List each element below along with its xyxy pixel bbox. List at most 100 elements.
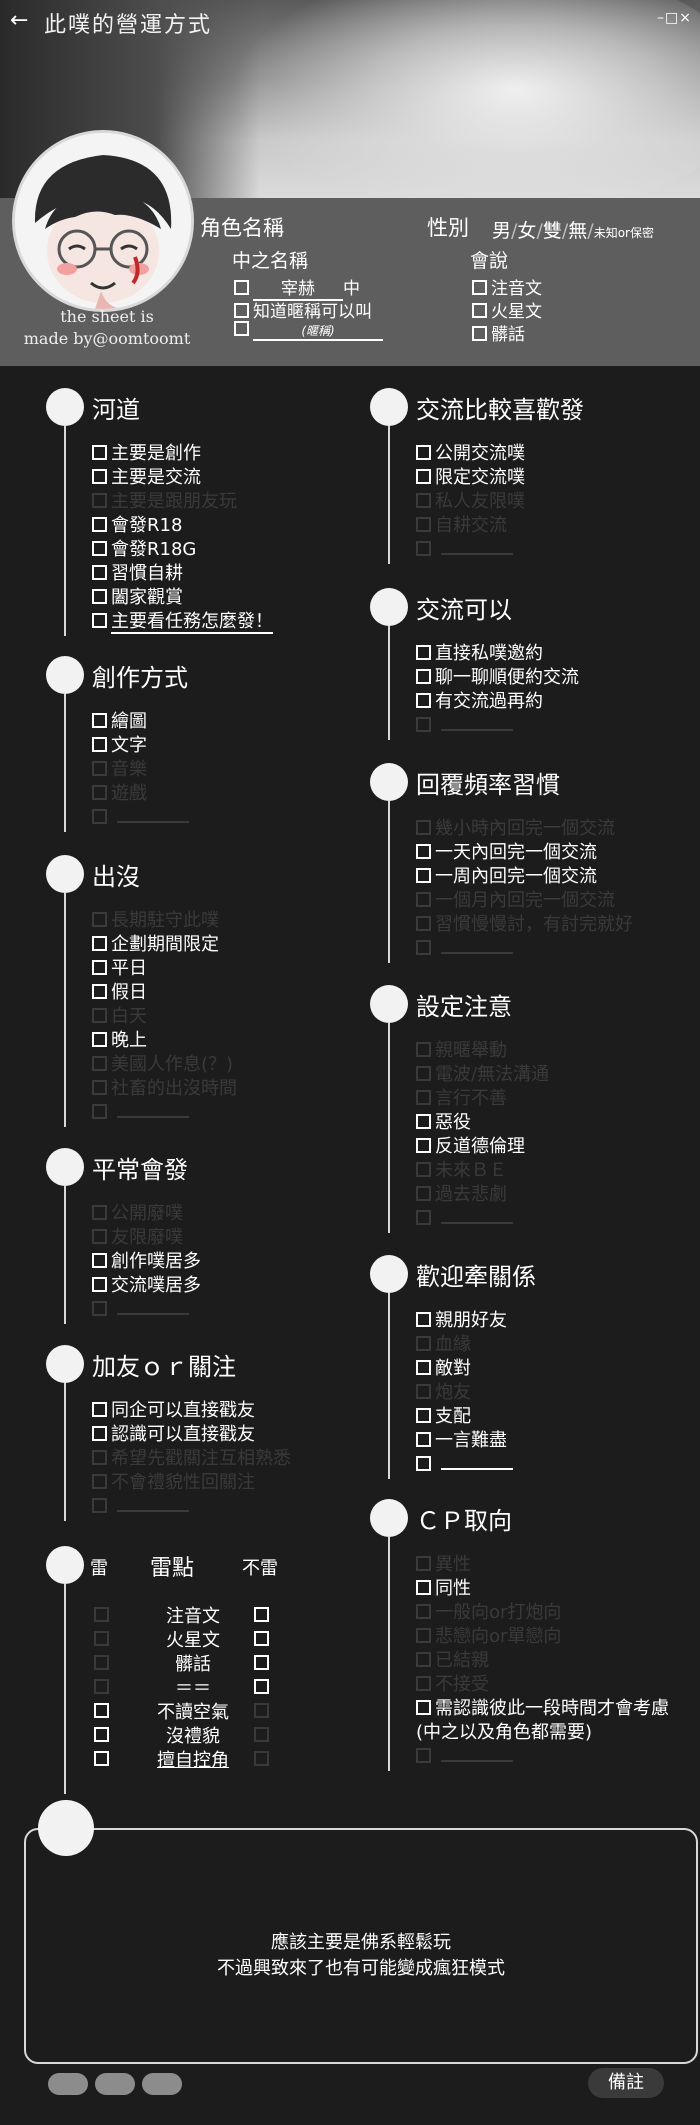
checkbox[interactable] (416, 1676, 431, 1691)
checkbox[interactable] (416, 469, 431, 484)
checkbox-item[interactable]: 支配 (416, 1405, 513, 1429)
checkbox[interactable] (92, 1008, 107, 1023)
checkbox[interactable] (234, 321, 249, 336)
pager-pill-2[interactable] (95, 2073, 135, 2095)
checkbox[interactable] (416, 541, 431, 556)
checkbox[interactable] (416, 1580, 431, 1595)
checkbox-item[interactable] (92, 1298, 201, 1322)
checkbox[interactable] (416, 493, 431, 508)
checkbox-item[interactable]: 公開交流噗 (416, 442, 525, 466)
checkbox[interactable] (416, 1360, 431, 1375)
checkbox[interactable] (92, 1205, 107, 1220)
checkbox-item[interactable] (92, 806, 189, 830)
checkbox-item[interactable] (92, 1101, 237, 1125)
checkbox[interactable] (92, 1032, 107, 1047)
window-controls[interactable]: –□× (657, 10, 692, 26)
checkbox-item[interactable]: 認識可以直接戳友 (92, 1423, 291, 1447)
checkbox[interactable] (92, 1402, 107, 1417)
checkbox[interactable] (92, 1229, 107, 1244)
checkbox-item[interactable]: 有交流過再約 (416, 690, 579, 714)
checkbox[interactable] (416, 645, 431, 660)
checkbox-item[interactable]: 音樂 (92, 758, 189, 782)
checkbox-item[interactable]: 主要是交流 (92, 466, 273, 490)
checkbox[interactable] (416, 1312, 431, 1327)
nickname-row[interactable]: 知道暱稱可以叫 (234, 297, 372, 322)
thunder-yes-checkbox[interactable] (94, 1679, 109, 1694)
checkbox-item[interactable]: 會發R18G (92, 538, 273, 562)
checkbox[interactable] (416, 1336, 431, 1351)
checkbox[interactable] (92, 761, 107, 776)
checkbox-item[interactable]: 友限廢噗 (92, 1226, 201, 1250)
checkbox[interactable] (92, 493, 107, 508)
checkbox[interactable] (416, 445, 431, 460)
checkbox[interactable] (92, 1426, 107, 1441)
thunder-no-checkbox[interactable] (254, 1655, 269, 1670)
checkbox-item[interactable]: (中之以及角色都需要) (416, 1722, 593, 1743)
checkbox[interactable] (92, 1080, 107, 1095)
checkbox-item[interactable]: 文字 (92, 734, 189, 758)
checkbox[interactable] (92, 589, 107, 604)
checkbox-item[interactable] (416, 538, 525, 562)
checkbox-item[interactable]: 反道德倫理 (416, 1135, 549, 1159)
checkbox[interactable] (416, 868, 431, 883)
checkbox[interactable] (92, 469, 107, 484)
checkbox-item[interactable]: 交流噗居多 (92, 1274, 201, 1298)
speaks-item[interactable]: 火星文 (472, 297, 542, 322)
checkbox[interactable] (92, 613, 107, 628)
checkbox-item[interactable]: 習慣慢慢討，有討完就好 (416, 913, 633, 937)
checkbox-item[interactable]: 幾小時內回完一個交流 (416, 817, 633, 841)
checkbox-item[interactable]: 長期駐守此噗 (92, 909, 237, 933)
checkbox-item[interactable]: 親暱舉動 (416, 1039, 549, 1063)
checkbox[interactable] (92, 984, 107, 999)
checkbox[interactable] (92, 517, 107, 532)
checkbox[interactable] (92, 809, 107, 824)
thunder-no-checkbox[interactable] (254, 1703, 269, 1718)
checkbox[interactable] (416, 1186, 431, 1201)
checkbox[interactable] (416, 1432, 431, 1447)
pager-pill-3[interactable] (142, 2073, 182, 2095)
checkbox-item[interactable]: 一言難盡 (416, 1429, 513, 1453)
checkbox-item[interactable]: 白天 (92, 1005, 237, 1029)
checkbox[interactable] (416, 1556, 431, 1571)
thunder-yes-checkbox[interactable] (94, 1655, 109, 1670)
thunder-yes-checkbox[interactable] (94, 1607, 109, 1622)
checkbox[interactable] (416, 1138, 431, 1153)
checkbox[interactable] (92, 1104, 107, 1119)
checkbox[interactable] (416, 820, 431, 835)
thunder-yes-checkbox[interactable] (94, 1631, 109, 1646)
checkbox-item[interactable]: 限定交流噗 (416, 466, 525, 490)
checkbox-item[interactable]: 同企可以直接戳友 (92, 1399, 291, 1423)
checkbox-item[interactable]: 假日 (92, 981, 237, 1005)
thunder-yes-checkbox[interactable] (94, 1727, 109, 1742)
checkbox-item[interactable]: 過去悲劇 (416, 1183, 549, 1207)
checkbox-item[interactable]: 不接受 (416, 1673, 669, 1697)
checkbox-item[interactable] (416, 1745, 669, 1769)
checkbox-item[interactable]: 公開廢噗 (92, 1202, 201, 1226)
checkbox[interactable] (416, 669, 431, 684)
remark-button[interactable]: 備註 (588, 2068, 664, 2098)
checkbox[interactable] (416, 916, 431, 931)
checkbox[interactable] (92, 541, 107, 556)
checkbox[interactable] (416, 1090, 431, 1105)
checkbox[interactable] (416, 1162, 431, 1177)
checkbox-item[interactable]: 悲戀向or單戀向 (416, 1625, 669, 1649)
checkbox[interactable] (416, 844, 431, 859)
checkbox[interactable] (92, 785, 107, 800)
checkbox-item[interactable]: 晚上 (92, 1029, 237, 1053)
checkbox[interactable] (416, 1210, 431, 1225)
checkbox-item[interactable]: 一周內回完一個交流 (416, 865, 633, 889)
checkbox-item[interactable]: 習慣自耕 (92, 562, 273, 586)
thunder-yes-checkbox[interactable] (94, 1703, 109, 1718)
checkbox-item[interactable]: 主要是跟朋友玩 (92, 490, 273, 514)
thunder-yes-checkbox[interactable] (94, 1751, 109, 1766)
checkbox[interactable] (92, 713, 107, 728)
checkbox[interactable] (416, 1604, 431, 1619)
thunder-no-checkbox[interactable] (254, 1607, 269, 1622)
checkbox-item[interactable] (92, 1495, 291, 1519)
checkbox-item[interactable]: 遊戲 (92, 782, 189, 806)
checkbox-item[interactable]: 主要是創作 (92, 442, 273, 466)
checkbox[interactable] (416, 1700, 431, 1715)
checkbox[interactable] (416, 1114, 431, 1129)
thunder-no-checkbox[interactable] (254, 1727, 269, 1742)
checkbox[interactable] (92, 1056, 107, 1071)
